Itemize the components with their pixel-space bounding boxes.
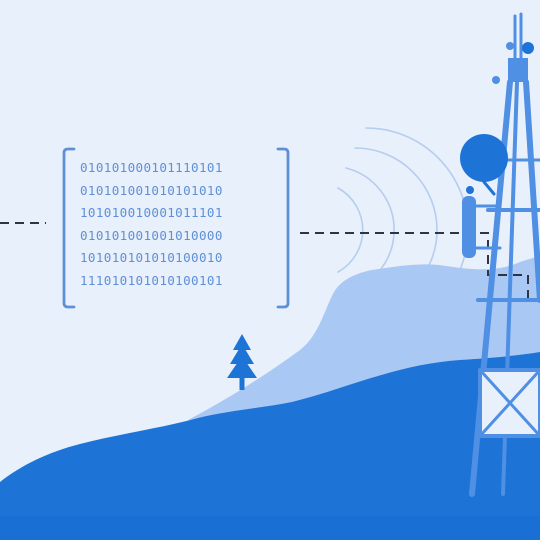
left-bracket (62, 147, 76, 309)
binary-line: 111010101010100101 (80, 272, 223, 288)
data-brackets (62, 147, 290, 309)
side-knob (506, 42, 514, 50)
binary-line: 101010010001011101 (80, 205, 223, 221)
pine-tree-icon (227, 334, 257, 390)
binary-line: 101010101010100010 (80, 250, 223, 266)
radio-wave-icon (337, 187, 364, 273)
binary-line: 010101001001010000 (80, 227, 223, 243)
cell-tower (462, 12, 540, 497)
ground-strip (0, 516, 540, 540)
binary-data-block: 010101000101110101 010101001010101010 10… (80, 157, 272, 293)
side-knob (492, 76, 500, 84)
panel-antenna (462, 196, 476, 258)
binary-line: 010101001010101010 (80, 182, 223, 198)
right-bracket (276, 147, 290, 309)
binary-line: 010101000101110101 (80, 160, 223, 175)
tower-leg-right (523, 79, 540, 303)
dish-antenna-icon (460, 134, 508, 196)
dark-hill (0, 352, 540, 540)
tower-cross (478, 368, 540, 438)
top-dish-icon (522, 42, 534, 54)
dashed-line-right (300, 232, 529, 305)
transmission-path (0, 222, 529, 305)
tower-top-box (508, 58, 528, 82)
